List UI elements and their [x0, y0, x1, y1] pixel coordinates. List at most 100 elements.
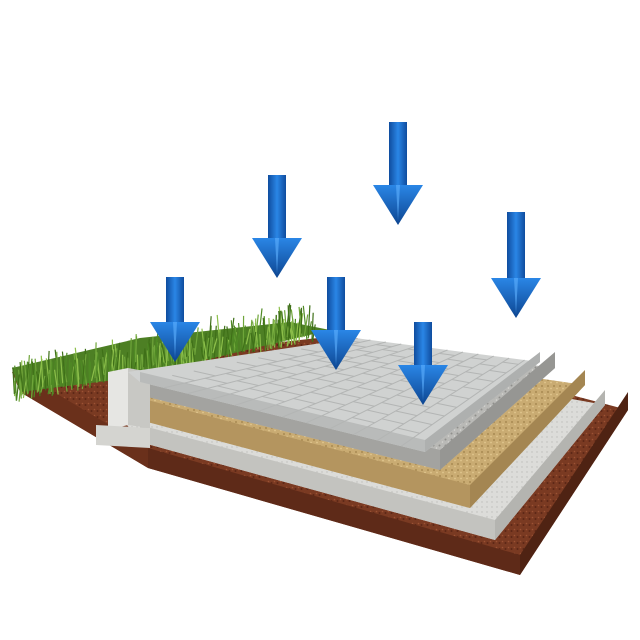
- grass-blade: [209, 337, 214, 362]
- paver-joint: [172, 374, 195, 382]
- grass-blade: [84, 365, 86, 386]
- grass-blade: [274, 314, 277, 345]
- grass-blade: [267, 332, 271, 351]
- grass-blade: [46, 350, 50, 386]
- paver-joint: [375, 344, 392, 348]
- paver-joint: [449, 394, 470, 400]
- grass-blade: [311, 312, 314, 341]
- paver-joint: [249, 387, 272, 394]
- paver-joint: [441, 372, 459, 377]
- grass-blade: [59, 355, 64, 384]
- paver-joint: [310, 391, 333, 398]
- grass-blade: [203, 341, 208, 360]
- grass-blade: [153, 345, 158, 370]
- grass-blade: [219, 336, 224, 357]
- paver-joint: [323, 399, 346, 406]
- paver-joint: [298, 384, 320, 390]
- grass-blade: [54, 369, 59, 395]
- grass-blade: [56, 351, 59, 386]
- paver-joint: [246, 368, 267, 374]
- paver-joint: [367, 426, 391, 433]
- grass-blade: [139, 354, 143, 370]
- paver-joint: [334, 372, 355, 377]
- grass-blade: [208, 330, 213, 357]
- paver-joint: [397, 427, 420, 434]
- paver-joint: [381, 402, 403, 408]
- paver-joint: [379, 366, 399, 371]
- grass-blade: [99, 358, 105, 383]
- paver-joint: [316, 378, 337, 384]
- grass-blade: [19, 361, 24, 392]
- paver-joint: [352, 366, 372, 371]
- paver-joint: [340, 393, 362, 399]
- paver-joint: [397, 360, 415, 364]
- paver-joint: [344, 360, 363, 365]
- paver-joint: [409, 402, 431, 408]
- rain-arrow-icon: [150, 277, 200, 362]
- grass-blade: [73, 359, 78, 385]
- grass-blade: [161, 343, 167, 363]
- grass-blade: [200, 346, 204, 362]
- paver-joint: [337, 408, 360, 415]
- grass-blade: [80, 360, 85, 384]
- grass-blade: [51, 360, 57, 396]
- grass-blade: [245, 328, 251, 345]
- paver-joint: [395, 410, 418, 417]
- paver-joint: [381, 418, 404, 425]
- paver-joint: [489, 369, 507, 374]
- grass-blade: [191, 340, 196, 363]
- paver-joint: [217, 385, 240, 392]
- paver-joint: [256, 375, 278, 381]
- grass-blade: [146, 350, 150, 373]
- paver-joint: [502, 361, 519, 365]
- grass-blade: [212, 338, 218, 354]
- paver-joint: [262, 395, 285, 403]
- grass-blade: [283, 323, 286, 340]
- grass-blade: [248, 319, 253, 356]
- paver-joint: [279, 352, 299, 358]
- paver-joint: [456, 364, 473, 369]
- paver-joint: [476, 378, 494, 383]
- grass-blade: [129, 338, 132, 370]
- paver-joint: [439, 352, 456, 357]
- grass-blade: [233, 325, 239, 356]
- paver-joint: [301, 348, 319, 353]
- paver-joint: [204, 377, 228, 384]
- grass-blade: [27, 358, 33, 394]
- grass-blade: [30, 374, 34, 399]
- paver-joint: [293, 398, 316, 405]
- grass-blade: [296, 308, 302, 337]
- grass-blade: [252, 331, 257, 353]
- rain-arrow-icon: [311, 277, 361, 370]
- paver-joint: [266, 363, 287, 369]
- paver-joint: [307, 406, 330, 413]
- paver-joint: [325, 365, 345, 371]
- grass-blade: [90, 365, 96, 381]
- grass-blade: [147, 343, 151, 368]
- rain-arrow-icon: [373, 122, 423, 225]
- paver-joint: [462, 386, 482, 391]
- grass-blade: [235, 333, 240, 350]
- grass-blade: [149, 343, 153, 372]
- grass-blade: [302, 305, 308, 341]
- paver-joint: [371, 360, 389, 365]
- grass-blade: [307, 305, 311, 336]
- grass-blade: [34, 358, 38, 393]
- paver-joint: [306, 351, 464, 424]
- paver-joint: [400, 359, 525, 447]
- grass-blade: [277, 310, 281, 341]
- paver-joint: [410, 419, 433, 426]
- paver-joint: [275, 404, 300, 411]
- grass-blade: [230, 320, 235, 353]
- paver-joint: [465, 371, 483, 375]
- grass-blade: [160, 352, 165, 368]
- paver-joint: [389, 354, 407, 358]
- paver-joint: [356, 386, 377, 392]
- grass-blade: [94, 342, 97, 379]
- paver-joint: [308, 353, 327, 358]
- grass-blade: [61, 351, 67, 387]
- paver-joint: [353, 401, 375, 407]
- paver-joint: [362, 372, 382, 378]
- grass-blade: [44, 368, 47, 391]
